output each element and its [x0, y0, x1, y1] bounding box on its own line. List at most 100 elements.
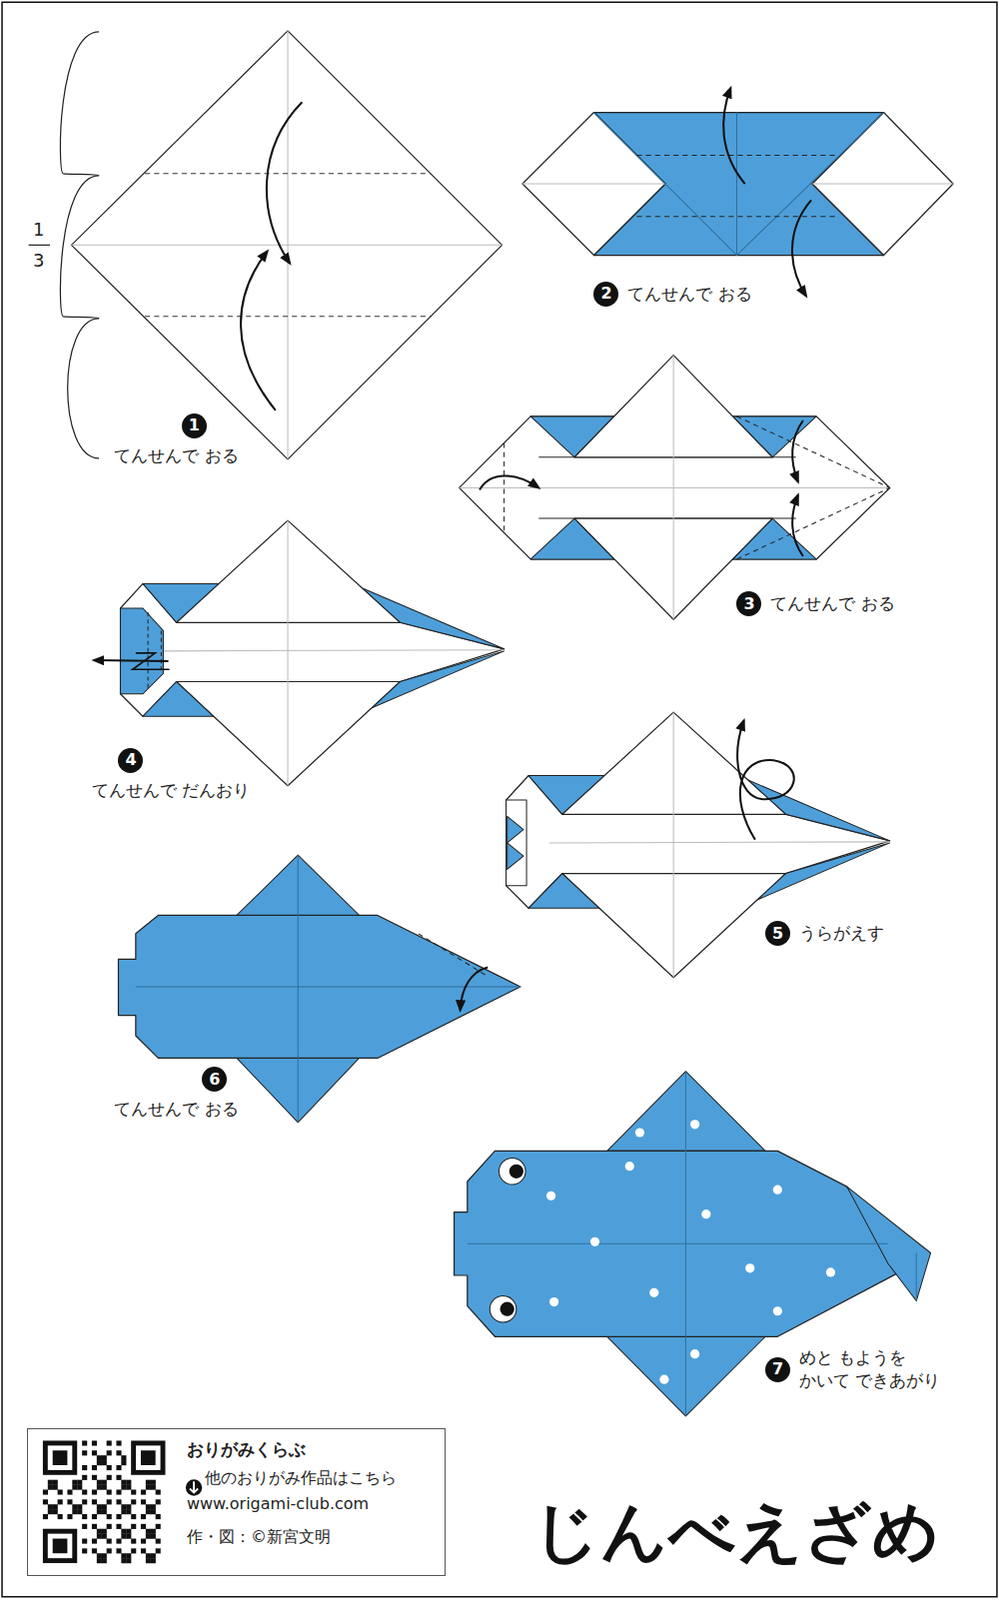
- qr-code-part: [140, 1539, 146, 1545]
- step5-pleat-part: [506, 800, 527, 887]
- qr-code-part: [115, 1548, 121, 1554]
- step3-figure-part: [503, 442, 505, 533]
- qr-code-part: [47, 1480, 53, 1486]
- qr-code-part: [81, 1539, 87, 1545]
- step3-figure-part: [792, 495, 804, 557]
- qr-code-part: [57, 1514, 63, 1520]
- fraction-denominator: 3: [32, 251, 44, 270]
- qr-code-part: [120, 1485, 126, 1491]
- shark-spots-part: [549, 1297, 559, 1307]
- qr-code-part: [96, 1509, 102, 1515]
- step4-figure-part: [287, 520, 289, 787]
- step6-figure: [117, 855, 520, 1123]
- step4-pleat-part: [132, 653, 170, 670]
- qr-code-part: [155, 1539, 161, 1545]
- qr-code-part: [101, 1553, 107, 1559]
- qr-code-part: [91, 1465, 97, 1471]
- qr-code-part: [150, 1529, 156, 1535]
- step5-pleat: [506, 720, 795, 886]
- whale-shark-part: [685, 1071, 687, 1417]
- step3-figure-part: [792, 420, 804, 482]
- step-instruction: 5うらがえす: [765, 921, 885, 947]
- qr-code-part: [150, 1509, 156, 1515]
- qr-code-part: [81, 1475, 87, 1481]
- qr-code-part: [106, 1514, 112, 1520]
- qr-code-part: [66, 1514, 72, 1520]
- down-arrow-icon-part: [185, 1479, 202, 1496]
- credit: 作・図：©新宮文明: [186, 1527, 331, 1547]
- qr-code-part: [91, 1548, 97, 1554]
- thirds-bracket-part: [62, 316, 99, 319]
- qr-code-part: [125, 1558, 131, 1564]
- step6-figure-part: [460, 968, 489, 1011]
- step-instruction: 3てんせんで おる: [736, 591, 895, 617]
- step3-figure-part: [673, 355, 675, 621]
- shark-spots-part: [625, 1161, 635, 1171]
- qr-code-part: [155, 1548, 161, 1554]
- qr-code-part: [52, 1539, 68, 1555]
- qr-code-part: [115, 1539, 121, 1545]
- qr-code-part: [42, 1514, 48, 1520]
- whale-shark-part: [498, 1158, 526, 1186]
- qr-code-part: [130, 1440, 165, 1475]
- qr-code-part: [96, 1485, 102, 1491]
- shark-spots-part: [773, 1306, 783, 1316]
- step6-figure-part: [135, 986, 521, 988]
- qr-code-part: [96, 1529, 102, 1535]
- qr-code-part: [120, 1553, 126, 1559]
- qr-code-part: [125, 1553, 131, 1559]
- qr-code-part: [106, 1539, 112, 1545]
- qr-code-part: [145, 1485, 151, 1491]
- qr-code-part: [81, 1440, 87, 1446]
- whale-shark-part: [500, 1302, 515, 1317]
- qr-code-part: [150, 1504, 156, 1510]
- step4-pleat-part: [93, 660, 169, 662]
- step2-figure: [522, 87, 954, 296]
- qr-code-part: [96, 1558, 102, 1564]
- qr-code-part: [81, 1514, 87, 1520]
- qr-code-part: [140, 1450, 156, 1466]
- qr-code-part: [145, 1480, 151, 1486]
- qr-code-part: [150, 1553, 156, 1559]
- instruction-text: めと もようを かいて できあがり: [799, 1346, 963, 1393]
- qr-code-part: [140, 1548, 146, 1554]
- qr-code-part: [140, 1514, 146, 1520]
- step1-figure-part: [287, 30, 289, 460]
- qr-code-part: [155, 1490, 161, 1496]
- shark-spots-part: [546, 1191, 556, 1201]
- qr-code-part: [47, 1509, 53, 1515]
- qr-code-part: [81, 1524, 87, 1530]
- qr-code-part: [150, 1534, 156, 1540]
- step4-pleat-part: [120, 608, 164, 695]
- qr-code-part: [120, 1529, 126, 1535]
- qr-code-part: [125, 1480, 131, 1486]
- step1-figure: [71, 30, 503, 460]
- fraction-numerator: 1: [32, 220, 44, 239]
- step1-figure-part: [144, 315, 431, 317]
- qr-code-part: [106, 1465, 112, 1471]
- qr-code-part: [115, 1514, 121, 1520]
- whale-shark-part: [467, 1243, 889, 1245]
- step1-figure-part: [71, 30, 503, 460]
- step-number: 4: [117, 748, 143, 774]
- qr-code-part: [81, 1490, 87, 1496]
- qr-code-part: [96, 1553, 102, 1559]
- qr-code-part: [81, 1499, 87, 1505]
- qr-code-part: [76, 1509, 82, 1515]
- qr-code-part: [91, 1440, 97, 1446]
- qr-code-part: [125, 1529, 131, 1535]
- step3-figure-part: [479, 475, 539, 490]
- qr-code-part: [91, 1450, 97, 1456]
- qr-code-part: [120, 1504, 126, 1510]
- qr-code-part: [155, 1499, 161, 1505]
- qr-code-part: [91, 1475, 97, 1481]
- qr-code-part: [125, 1509, 131, 1515]
- qr-code-part: [81, 1465, 87, 1471]
- whale-shark-part: [489, 1295, 517, 1323]
- qr-code-part: [115, 1450, 121, 1456]
- instruction-text: てんせんで おる: [113, 444, 238, 468]
- shark-spots-part: [659, 1375, 669, 1385]
- step-instruction: 6てんせんで おる: [113, 1066, 238, 1121]
- qr-code-part: [130, 1499, 136, 1505]
- thirds-bracket-part: [59, 175, 99, 317]
